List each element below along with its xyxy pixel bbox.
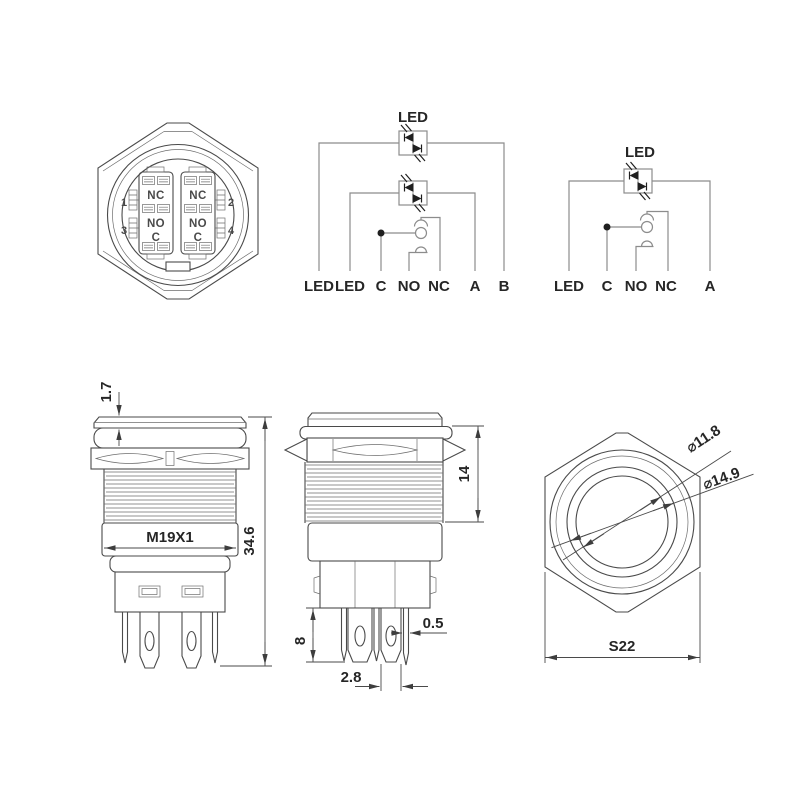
module-left-c-label: C xyxy=(152,232,161,244)
hex-width-dim: S22 xyxy=(609,638,636,655)
terminal-1-label: 1 xyxy=(121,197,127,209)
terminal-4-label: 4 xyxy=(228,225,235,237)
module-right-c-label: C xyxy=(194,232,203,244)
terminal-a-label: A xyxy=(470,278,481,295)
circuit-double-led: LED LED LED C NO NC A B xyxy=(304,109,510,295)
side-view-rotated: 14 8 0.5 2.8 xyxy=(283,412,484,691)
pin-thickness-dim: 0.5 xyxy=(423,615,444,632)
switch-contact-symbol xyxy=(377,216,441,271)
pin-length-dim: 8 xyxy=(292,637,309,645)
led-symbol xyxy=(398,123,428,163)
terminal-led-label: LED xyxy=(554,278,584,295)
switch-contact-symbol xyxy=(603,210,669,271)
head-diameter-dim: ⌀14.9 xyxy=(701,464,743,493)
led-title: LED xyxy=(398,109,428,126)
total-height-dim: 34.6 xyxy=(241,526,258,555)
terminal-3-label: 3 xyxy=(121,225,127,237)
side-view: M19X1 1.7 34.6 xyxy=(90,382,272,669)
thread-length-dim: 14 xyxy=(456,465,473,482)
module-left-nc-label: NC xyxy=(147,190,164,202)
led-title: LED xyxy=(625,144,655,161)
solder-pins xyxy=(340,607,410,666)
terminal-led2-label: LED xyxy=(335,278,365,295)
front-view: ⌀11.8 ⌀14.9 S22 xyxy=(544,422,754,663)
back-view: NC NO C NC NO C 1 2 3 4 xyxy=(97,122,259,300)
button-diameter-dim: ⌀11.8 xyxy=(683,422,724,457)
cap-height-dim: 1.7 xyxy=(98,382,115,403)
side-terminals xyxy=(128,189,226,239)
terminal-a-label: A xyxy=(705,278,716,295)
terminal-no-label: NO xyxy=(625,278,648,295)
pin-width-dim: 2.8 xyxy=(341,669,362,686)
terminal-b-label: B xyxy=(499,278,510,295)
module-left-no-label: NO xyxy=(147,218,165,230)
solder-pins xyxy=(121,611,219,669)
terminal-c-label: C xyxy=(376,278,387,295)
terminal-slots xyxy=(142,176,212,251)
terminal-no-label: NO xyxy=(398,278,421,295)
circuit-single-led: LED LED C NO NC A xyxy=(554,144,716,295)
terminal-nc-label: NC xyxy=(655,278,677,295)
terminal-2-label: 2 xyxy=(228,197,234,209)
thread-spec-label: M19X1 xyxy=(146,529,194,546)
terminal-led1-label: LED xyxy=(304,278,334,295)
module-right-nc-label: NC xyxy=(189,190,206,202)
terminal-nc-label: NC xyxy=(428,278,450,295)
led-symbol xyxy=(398,173,428,213)
module-right-no-label: NO xyxy=(189,218,207,230)
led-symbol xyxy=(623,161,653,201)
terminal-c-label: C xyxy=(602,278,613,295)
